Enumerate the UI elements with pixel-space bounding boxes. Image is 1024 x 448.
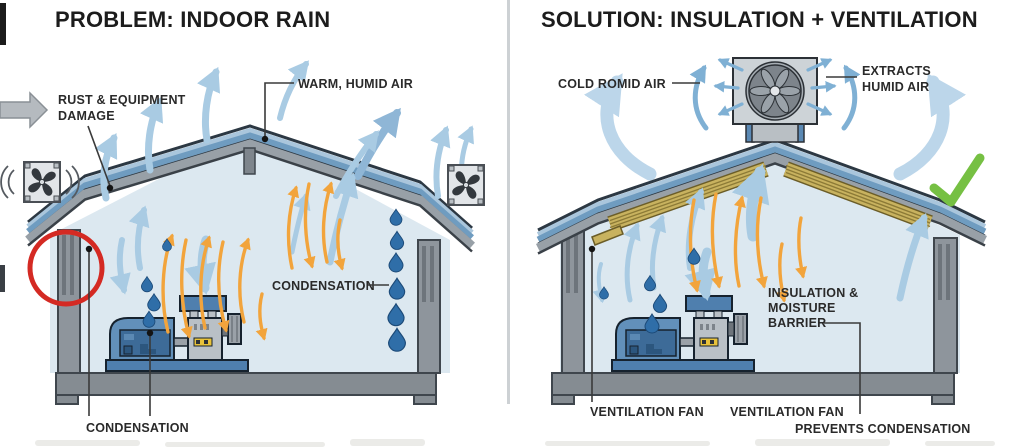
red-highlight-circle (27, 229, 105, 307)
warm-air-arrow (710, 192, 723, 289)
condensation-label: CONDENSATION (272, 279, 375, 293)
cool-air-arrow (731, 163, 770, 242)
edge-artifact (0, 3, 6, 45)
warm-air-arrow (238, 237, 251, 324)
cropped-artifact-strip (35, 439, 995, 447)
condensation-label: CONDENSATION (86, 421, 189, 435)
cool-air-arrows (94, 60, 474, 296)
warm-air-arrow (688, 198, 701, 293)
cool-air-arrow (841, 64, 861, 131)
warm-air-arrow (776, 242, 789, 303)
cool-air-arrow (806, 58, 833, 72)
edge-artifact (0, 265, 5, 292)
problem-title: PROBLEM: INDOOR RAIN (55, 7, 330, 32)
cool-air-arrow (109, 237, 131, 295)
warm-air-arrow (755, 196, 768, 289)
warm-air-arrows (161, 181, 346, 341)
green-checkmark (929, 153, 985, 207)
cool-air-arrow (623, 222, 641, 303)
warm-air-arrow (795, 216, 808, 279)
warm-air-arrow (321, 181, 335, 264)
warm-air-arrow (733, 195, 746, 288)
roof-king-post (243, 147, 256, 175)
warm-air-arrow (303, 182, 316, 269)
cool-air-arrow (717, 58, 744, 72)
cool-air-arrow (893, 73, 966, 181)
cool-air-arrow (896, 212, 929, 302)
vibration-marks (0, 165, 80, 199)
cool-air-arrow (584, 73, 657, 181)
cool-air-arrow (94, 132, 118, 202)
panel-divider (507, 0, 510, 404)
wall-fan-icon (447, 164, 485, 206)
problem-panel: PROBLEM: INDOOR RAIN (0, 3, 485, 435)
problem-annotations: RUST & EQUIPMENT DAMAGE WARM, HUMID AIR … (58, 77, 413, 435)
warm-air-arrow (217, 240, 230, 333)
warm-air-arrow (333, 218, 346, 271)
cool-air-arrow (289, 192, 311, 255)
rust-damage-label: RUST & EQUIPMENT (58, 93, 186, 107)
ventilation-fan-label: VENTILATION FAN (730, 405, 844, 419)
warm-air-arrow (180, 238, 193, 339)
building-structure (55, 229, 441, 405)
roof (535, 138, 987, 255)
warm-air-arrows (688, 192, 808, 303)
ventilation-fan-label: VENTILATION FAN (590, 405, 704, 419)
cool-air-arrow (810, 81, 837, 93)
solution-title: SOLUTION: INSULATION + VENTILATION (541, 7, 978, 32)
cool-air-arrow (689, 64, 709, 131)
cool-air-arrow (717, 102, 744, 116)
warm-air-arrow (199, 235, 212, 330)
warm-humid-air-label: WARM, HUMID AIR (298, 77, 413, 91)
pointer-arrow-icon (0, 91, 49, 129)
fan-exhaust-arrows (689, 58, 861, 131)
rust-damage-label: DAMAGE (58, 109, 115, 123)
cool-air-arrow (806, 102, 833, 116)
solution-panel: SOLUTION: INSULATION + VENTILATION (535, 7, 987, 436)
prevents-condensation-label: PREVENTS CONDENSATION (795, 422, 971, 436)
insulation-barrier-label: INSULATION & (768, 286, 858, 300)
warm-air-arrow (286, 185, 300, 270)
solution-annotations: COLD ROMID AIR EXTRACTS HUMID AIR INSULA… (558, 64, 971, 436)
insulation-barrier-label: BARRIER (768, 316, 826, 330)
cool-air-arrow (430, 125, 451, 199)
extracts-humid-air-label: EXTRACTS (862, 64, 931, 78)
cool-air-arrow (277, 60, 309, 121)
exhaust-fan-unit (732, 57, 818, 143)
warm-air-arrow (255, 292, 268, 341)
cool-air-arrow (128, 205, 150, 271)
extracts-humid-air-label: HUMID AIR (862, 80, 929, 94)
cool-air-arrow (684, 247, 717, 301)
wall-fan-icon (23, 161, 61, 203)
cool-air-arrow (140, 96, 164, 174)
insulation-barrier-label: MOISTURE (768, 301, 836, 315)
cool-air-arrow (197, 66, 221, 144)
cold-humid-air-label: COLD ROMID AIR (558, 77, 666, 91)
cool-air-arrow (713, 81, 740, 93)
building-structure (551, 227, 958, 405)
cool-air-arrow (326, 172, 359, 266)
